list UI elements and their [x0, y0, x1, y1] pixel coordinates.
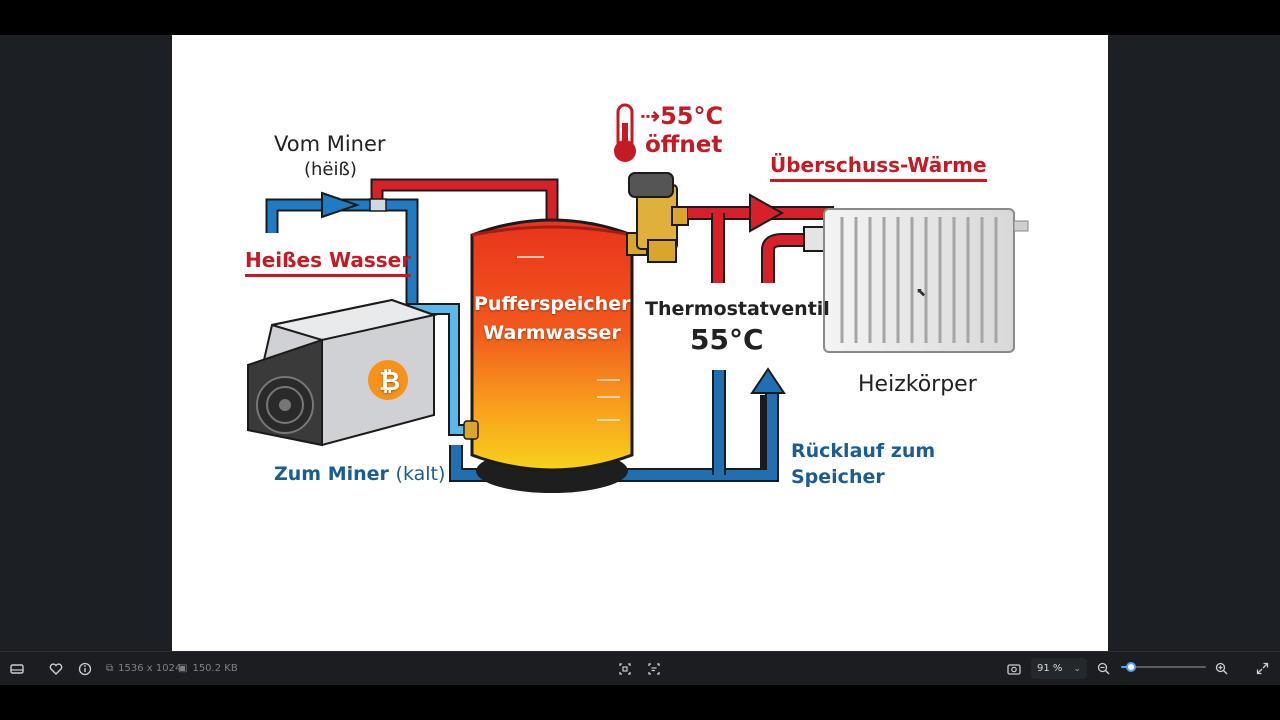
image-dimensions: ⧉ 1536 x 1024	[106, 652, 181, 685]
return-arrow-up	[750, 367, 786, 394]
tank-body	[470, 218, 634, 472]
label-ruecklauf-2: Speicher	[791, 466, 885, 488]
hot-arrow-right	[749, 193, 785, 233]
zoom-dropdown[interactable]: 91 % ⌄	[1031, 658, 1087, 679]
bitcoin-logo	[368, 360, 408, 400]
bottom-black-strip	[0, 685, 1280, 720]
image-canvas: Vom Miner (hëiß) Heißes Wasser ₿ Zum Min…	[172, 35, 1108, 651]
diagram-graphics	[246, 103, 1029, 493]
label-thermostat-temp: 55°C	[690, 323, 764, 356]
filmstrip-icon[interactable]	[4, 652, 30, 685]
radiator-body	[823, 208, 1015, 353]
zoom-slider-thumb[interactable]	[1126, 662, 1137, 672]
radiator-valve	[803, 226, 827, 252]
label-heizkoerper: Heizkörper	[858, 372, 977, 397]
blue-arrow-right	[321, 191, 361, 219]
label-ueberschuss: Überschuss-Wärme	[770, 153, 987, 182]
radiator-return-pipe	[763, 235, 812, 283]
zoom-in-icon[interactable]	[1208, 652, 1234, 685]
blue-pipe-in	[267, 200, 417, 325]
top-black-strip	[0, 0, 1280, 35]
mouse-cursor: ⬉	[916, 285, 927, 299]
label-arrow-temp: ⇢55°C	[640, 102, 724, 130]
tank-inlet-fitting	[463, 420, 479, 440]
ocr-icon[interactable]	[641, 652, 667, 685]
label-ruecklauf-1: Rücklauf zum	[791, 440, 936, 462]
dimensions-icon: ⧉	[106, 663, 114, 674]
heart-icon[interactable]	[43, 652, 69, 685]
screenshot-icon[interactable]	[1001, 652, 1027, 685]
expand-icon[interactable]	[1249, 652, 1275, 685]
zoom-level-text: 91 %	[1037, 663, 1063, 674]
dimensions-text: 1536 x 1024	[118, 663, 182, 674]
pipe-coupling	[369, 198, 387, 212]
label-thermostatventil: Thermostatventil	[645, 298, 830, 320]
label-vom-miner: Vom Miner	[274, 132, 386, 156]
info-icon[interactable]	[72, 652, 98, 685]
zoom-slider[interactable]	[1121, 662, 1206, 672]
zoom-out-icon[interactable]	[1090, 652, 1116, 685]
crop-icon[interactable]	[612, 652, 638, 685]
viewer-toolbar: ⧉ 1536 x 1024 ▣ 150.2 KB 91 % ⌄	[0, 651, 1280, 685]
label-oeffnet: öffnet	[645, 132, 723, 158]
filesize-icon: ▣	[178, 663, 188, 674]
label-zum-miner: Zum Miner (kalt)	[274, 463, 445, 485]
chevron-down-icon: ⌄	[1073, 663, 1081, 674]
label-zum-miner-kalt: (kalt)	[395, 463, 446, 485]
bitcoin-symbol: ₿	[379, 367, 401, 397]
label-puffer-2: Warmwasser	[483, 322, 621, 344]
label-heiss: (hëiß)	[304, 159, 357, 180]
filesize-text: 150.2 KB	[192, 663, 238, 674]
hot-pipe-top	[372, 180, 557, 220]
zoom-slider-fill	[1121, 666, 1132, 668]
radiator-fins	[840, 217, 998, 343]
label-heisses-wasser: Heißes Wasser	[245, 248, 412, 277]
valve-cap	[628, 172, 674, 198]
label-puffer-1: Pufferspeicher	[474, 293, 631, 315]
label-zum-miner-bold: Zum Miner	[274, 463, 389, 485]
file-size: ▣ 150.2 KB	[178, 652, 238, 685]
